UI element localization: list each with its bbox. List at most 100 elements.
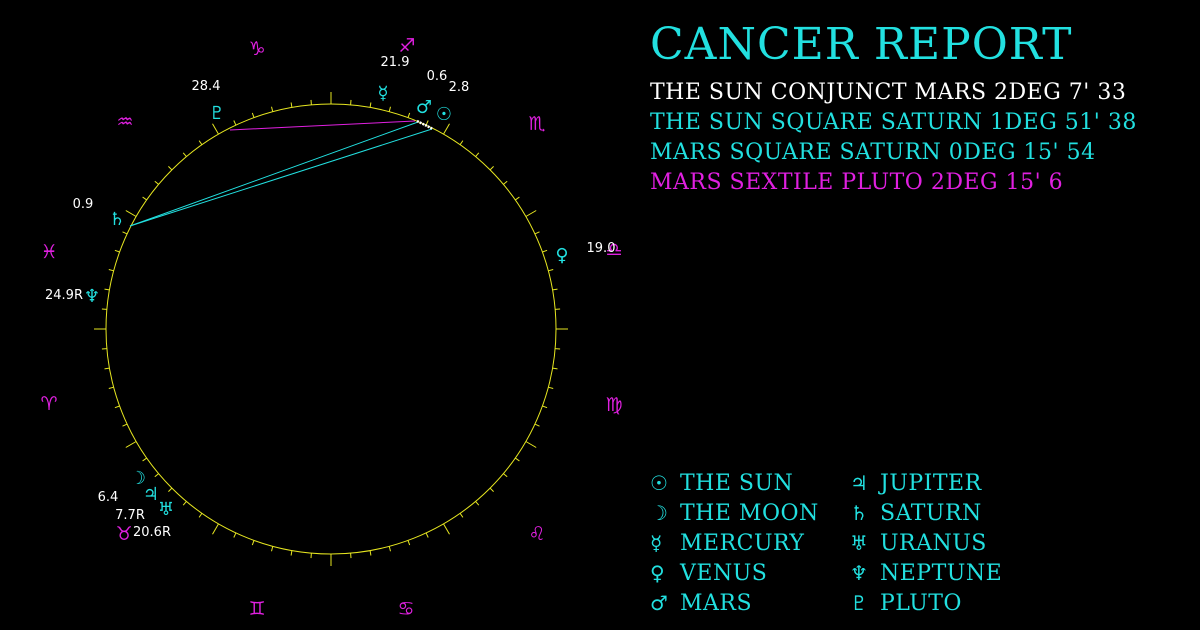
minor-tick [182,152,187,157]
minor-tick [489,487,494,492]
leo-icon: ♌ [528,523,545,545]
mars-icon: ♂ [416,97,432,118]
degree-ticks [94,92,568,566]
major-tick [212,523,219,535]
legend-item-neptune: ♆ NEPTUNE [850,558,1002,588]
gemini-icon: ♊ [248,598,265,620]
legend-label: THE MOON [680,501,819,526]
minor-tick [154,180,159,185]
minor-tick [489,166,494,171]
aries-icon: ♈ [40,393,57,415]
minor-tick [459,513,464,518]
legend-item-mars: ♂MARS [650,588,752,618]
minor-tick [475,152,480,157]
aspect-line-mars-saturn [129,121,419,227]
libra-icon: ♎ [605,239,622,261]
aspect-report: CANCER REPORT THE SUN CONJUNCT MARS 2DEG… [650,18,1190,198]
neptune-icon: ♆ [850,561,868,585]
sun-icon: ☉ [650,471,668,495]
minor-tick [515,196,520,201]
minor-tick [233,532,237,538]
legend-item-uranus: ♅ URANUS [850,528,987,558]
aspect-line-mars-pluto [229,120,416,131]
jupiter-icon: ♃ [143,484,159,505]
uranus-icon: ♅ [158,499,174,520]
minor-tick [542,405,548,409]
aspect-mars-sextile-pluto: MARS SEXTILE PLUTO 2DEG 15' 6 [650,170,1064,195]
uranus-icon: ♅ [850,531,868,555]
minor-tick [114,249,120,253]
minor-tick [104,367,110,370]
sun-icon: ☉ [436,104,452,125]
planet-legend: ☉THE SUN ☽ THE MOON ☿ MERCURY ♀VENUS ♂MARS… [650,468,1190,628]
uranus-degree-label: 20.6R [133,525,171,540]
minor-tick [503,180,508,185]
major-tick [443,523,450,535]
minor-tick [542,249,548,253]
aquarius-icon: ♒ [116,111,133,133]
legend-label: MARS [680,591,753,616]
aspect-line-sun-saturn [129,128,433,227]
legend-item-venus: ♀VENUS [650,558,767,588]
legend-label: PLUTO [880,591,962,616]
mercury-icon: ☿ [377,83,388,104]
aspect-mars-square-saturn: MARS SQUARE SATURN 0DEG 15' 54 [650,140,1096,165]
legend-item-pluto: ♇ PLUTO [850,588,962,618]
moon-icon: ☽ [650,501,668,525]
minor-tick [515,457,520,462]
major-tick [525,210,537,217]
venus-icon: ♀ [650,561,665,585]
report-title: CANCER REPORT [650,19,1073,70]
legend-item-sun: ☉THE SUN [650,468,793,498]
minor-tick [251,112,255,118]
minor-tick [168,487,173,492]
legend-item-jupiter: ♃JUPITER [850,468,982,498]
minor-tick [459,140,464,145]
major-tick [125,210,137,217]
minor-tick [122,423,128,427]
legend-label: NEPTUNE [880,561,1003,586]
cancer-icon: ♋ [397,598,414,620]
legend-label: URANUS [880,531,987,556]
moon-icon: ☽ [130,468,146,489]
major-tick [525,441,537,448]
pluto-icon: ♇ [209,103,225,124]
saturn-degree-label: 0.9 [73,197,94,212]
major-tick [443,123,450,135]
minor-tick [108,386,114,389]
minor-tick [271,546,274,552]
legend-label: MERCURY [680,531,805,556]
minor-tick [154,473,159,478]
venus-degree-label: 19.0 [587,241,616,256]
mercury-degree-label: 21.9 [381,55,410,70]
minor-tick [271,106,274,112]
zodiac-ring [105,103,557,555]
major-tick [212,123,219,135]
neptune-icon: ♆ [84,286,100,307]
minor-tick [548,269,554,272]
pisces-icon: ♓ [40,241,57,263]
legend-item-saturn: ♄SATURN [850,498,982,528]
minor-tick [388,546,391,552]
minor-tick [290,550,293,556]
minor-tick [552,288,558,291]
pluto-degree-label: 28.4 [192,79,221,94]
minor-tick [425,532,429,538]
major-tick [125,441,137,448]
mars-degree-label: 0.6 [427,69,448,84]
minor-tick [233,120,237,126]
pluto-icon: ♇ [850,591,868,615]
scorpio-icon: ♏ [528,113,545,135]
sagittarius-icon: ♐ [398,35,415,57]
minor-tick [142,196,147,201]
taurus-icon: ♉ [115,523,132,545]
sun-degree-label: 2.8 [449,80,470,95]
minor-tick [388,106,391,112]
mercury-icon: ☿ [650,531,663,555]
minor-tick [369,550,372,556]
minor-tick [182,501,187,506]
minor-tick [552,367,558,370]
minor-tick [548,386,554,389]
jupiter-icon: ♃ [850,471,868,495]
minor-tick [503,473,508,478]
